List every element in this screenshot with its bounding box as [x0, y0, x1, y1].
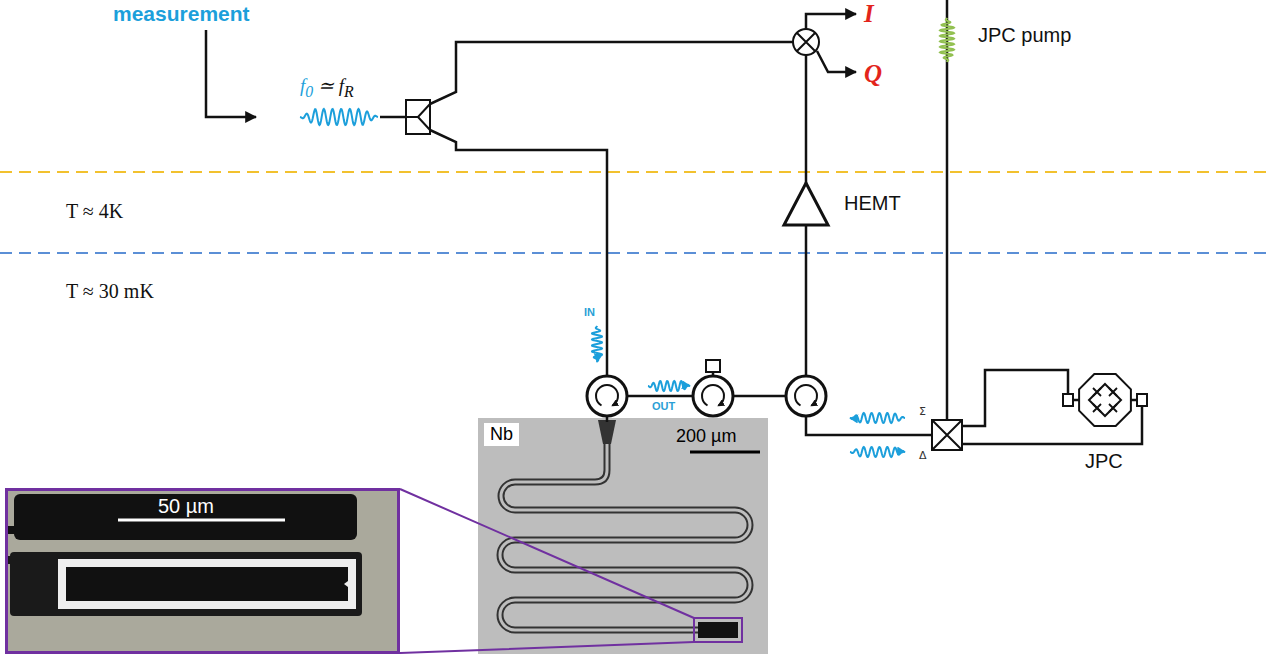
- quadrature-name: Q: [864, 60, 882, 88]
- quadrature-name: I: [864, 0, 874, 28]
- dashed-4k-line: [0, 171, 1266, 173]
- hemt-amplifier-symbol: [784, 183, 828, 225]
- inset-ground: [5, 488, 400, 654]
- jpc-arm: [962, 370, 1068, 426]
- pump-name: JPC pump: [978, 24, 1071, 47]
- hemt-output-wire: [805, 55, 808, 183]
- mixer-symbol: [793, 29, 819, 55]
- chip-image: [478, 418, 768, 654]
- material-label: Nb: [484, 423, 519, 446]
- launch-pad: [598, 420, 616, 444]
- measurement-arrow: [206, 30, 256, 117]
- wires: [206, 0, 1142, 444]
- dashed-mk-line: [0, 252, 1266, 254]
- q-output-arrow: [817, 51, 856, 72]
- port-label: Δ: [919, 449, 927, 462]
- input-pulse: [592, 326, 602, 362]
- termination-load: [706, 360, 720, 372]
- meander-center: [500, 444, 750, 630]
- circulator-symbol: [587, 376, 627, 416]
- zoom-leader: [400, 489, 694, 653]
- wave-packets: [300, 18, 954, 457]
- meander-resonator: [500, 444, 750, 630]
- resonator-end: [698, 622, 738, 638]
- output-pulse: [648, 381, 690, 391]
- zoom-box: [694, 618, 742, 642]
- i-output-arrow: [806, 14, 856, 29]
- temperature-label: T ≈ 4K: [66, 200, 123, 223]
- reference-wire: [430, 42, 793, 104]
- amplifier-name: JPC: [1085, 450, 1123, 473]
- port-label: OUT: [652, 400, 675, 412]
- port-label: Σ: [919, 405, 926, 418]
- circulator-wire: [733, 395, 786, 398]
- circulator-symbol: [786, 376, 826, 416]
- hybrid-symbol: [932, 420, 962, 450]
- scale-label: 50 µm: [158, 495, 214, 518]
- jpc-ring-symbol: [1063, 374, 1147, 426]
- incoming-pulse: [850, 447, 905, 457]
- loop-inner: [66, 567, 348, 601]
- amplifier-name: HEMT: [844, 192, 901, 215]
- junction-notch: [344, 578, 352, 590]
- temperature-label: T ≈ 30 mK: [66, 280, 154, 303]
- measurement-pulse: [300, 109, 378, 125]
- scale-bar: [690, 451, 760, 454]
- loop-outer: [10, 552, 362, 616]
- temperature-stage-lines: [0, 172, 1266, 253]
- jpc-amplifier: JPC: [932, 360, 1154, 478]
- circulator-wire: [627, 395, 693, 398]
- chip-ground: [478, 418, 768, 654]
- splitter-symbol: [406, 100, 430, 134]
- reflected-pulse: [850, 413, 905, 423]
- signal-name: measurement: [113, 2, 250, 26]
- scale-bar: [118, 519, 285, 522]
- port-label: IN: [584, 306, 595, 318]
- drive-wire: [430, 130, 607, 376]
- coupling-pad: [14, 494, 357, 540]
- inset-image: [5, 488, 400, 654]
- chip-micrograph: Nb 200 µm: [478, 418, 768, 654]
- pump-tone: [940, 18, 954, 62]
- pump-wire: [946, 0, 949, 420]
- frequency-label: f0 ≃ fR: [300, 74, 354, 101]
- hemt-amplifier: HEMT: [784, 183, 905, 225]
- circulator-symbol: [693, 376, 733, 416]
- loop-frame: [58, 559, 356, 609]
- scale-label: 200 µm: [676, 426, 736, 447]
- inset-micrograph: 50 µm: [5, 488, 400, 654]
- input-wire: [380, 116, 406, 119]
